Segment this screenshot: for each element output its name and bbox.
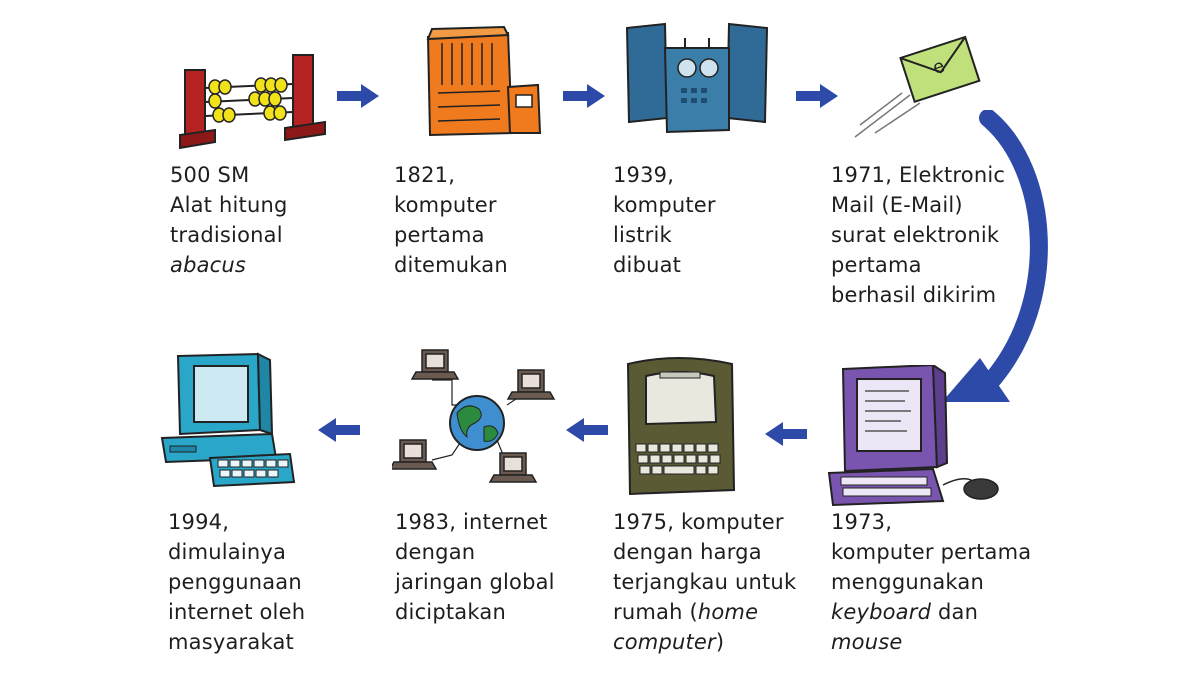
caption-1971: 1971, Elektronic Mail (E-Mail) surat ele…	[831, 160, 1005, 310]
arrow-right-icon	[563, 84, 605, 108]
caption-line: 500 SM	[170, 163, 250, 187]
caption-line: internet oleh	[168, 600, 306, 624]
caption-line: berhasil dikirim	[831, 283, 997, 307]
caption-line: surat elektronik	[831, 223, 1000, 247]
caption-line: pertama	[831, 253, 922, 277]
caption-line: dengan harga	[613, 540, 762, 564]
arrow-right-icon	[337, 84, 379, 108]
caption-line: terjangkau untuk	[613, 570, 797, 594]
electric-computer-icon	[625, 22, 769, 134]
caption-line: masyarakat	[168, 630, 294, 654]
caption-line: penggunaan	[168, 570, 302, 594]
caption-1994: 1994, dimulainya penggunaan internet ole…	[168, 507, 305, 657]
email-envelope-icon: e	[854, 35, 981, 138]
caption-line: 1939,	[613, 163, 675, 187]
caption-line: ditemukan	[394, 253, 508, 277]
caption-line: tradisional	[170, 223, 283, 247]
computer-keyboard-mouse-icon	[827, 365, 999, 507]
caption-line: 1973,	[831, 510, 893, 534]
caption-line: diciptakan	[395, 600, 506, 624]
first-computer-icon	[426, 25, 542, 137]
caption-1973: 1973, komputer pertama menggunakan keybo…	[831, 507, 1031, 657]
caption-line: pertama	[394, 223, 485, 247]
caption-1983: 1983, internet dengan jaringan global di…	[395, 507, 555, 627]
caption-line: Alat hitung	[170, 193, 288, 217]
caption-line: komputer	[613, 193, 716, 217]
caption-line-italic: abacus	[170, 253, 247, 277]
arrow-left-icon	[318, 418, 360, 442]
home-computer-icon	[626, 357, 736, 496]
caption-1821: 1821, komputer pertama ditemukan	[394, 160, 508, 280]
internet-network-icon	[392, 349, 556, 483]
caption-line: 1975, komputer	[613, 510, 784, 534]
caption-line-mixed: computer)	[613, 630, 725, 654]
caption-line: menggunakan	[831, 570, 985, 594]
caption-line: dengan	[395, 540, 476, 564]
arrow-right-icon	[796, 84, 838, 108]
caption-line-mixed: rumah (home	[613, 600, 759, 624]
caption-line: 1821,	[394, 163, 456, 187]
caption-1939: 1939, komputer listrik dibuat	[613, 160, 716, 280]
caption-line-italic: mouse	[831, 630, 903, 654]
caption-line: listrik	[613, 223, 672, 247]
caption-line: komputer	[394, 193, 497, 217]
arrow-left-icon	[765, 422, 807, 446]
abacus-icon	[179, 54, 326, 150]
caption-line: dimulainya	[168, 540, 287, 564]
arrow-left-icon	[566, 418, 608, 442]
caption-line: 1983, internet	[395, 510, 548, 534]
curved-arrow-icon	[942, 110, 1048, 402]
caption-500sm: 500 SM Alat hitung tradisional abacus	[170, 160, 288, 280]
caption-line: komputer pertama	[831, 540, 1032, 564]
caption-line: 1971, Elektronic	[831, 163, 1006, 187]
caption-line: jaringan global	[395, 570, 555, 594]
personal-computer-icon	[160, 352, 296, 488]
caption-line: dibuat	[613, 253, 682, 277]
caption-1975: 1975, komputer dengan harga terjangkau u…	[613, 507, 796, 657]
caption-line: 1994,	[168, 510, 230, 534]
caption-line: Mail (E-Mail)	[831, 193, 963, 217]
caption-line-mixed: keyboard dan	[831, 600, 979, 624]
